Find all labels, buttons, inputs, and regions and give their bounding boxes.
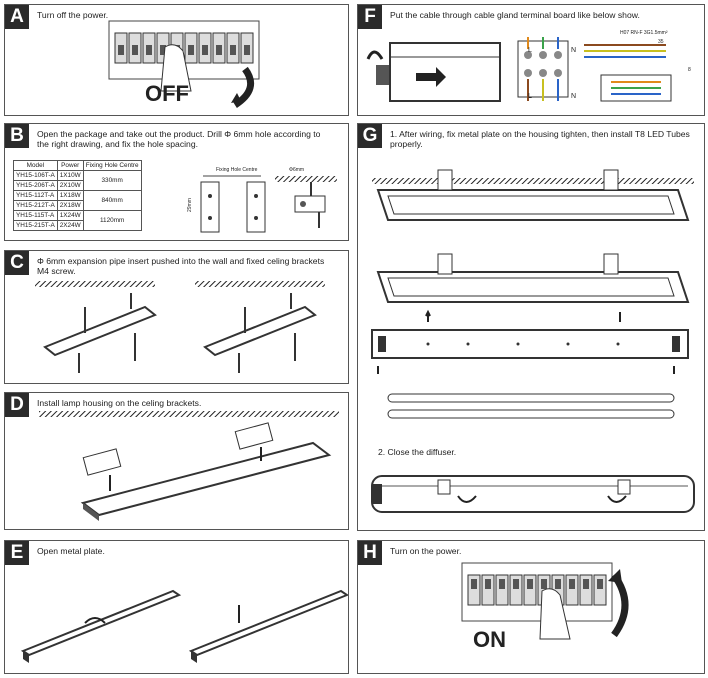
step-instruction: Put the cable through cable gland termin…: [390, 10, 640, 20]
step-instruction-2: 2. Close the diffuser.: [378, 447, 457, 457]
terminal-l-label: L: [528, 47, 532, 54]
step-letter: A: [5, 5, 29, 29]
table-cell-power: 1X24W: [56, 210, 84, 221]
ceiling-bracket-illustration: [35, 281, 325, 373]
table-cell-power: 1X10W: [56, 170, 84, 181]
table-cell-model: YH15-106T-A: [13, 170, 58, 181]
step-instruction: Turn on the power.: [390, 546, 462, 556]
step-letter: B: [5, 124, 29, 148]
step-letter: G: [358, 124, 382, 148]
step-g-panel: G 1. After wiring, fix metal plate on th…: [357, 123, 705, 531]
cable-spec-label: H07 RN-F 3G1.5mm²: [620, 30, 668, 36]
table-cell-model: YH15-206T-A: [13, 180, 58, 191]
step-letter: E: [5, 541, 29, 565]
fixing-hole-centre-label: Fixing Hole Centre: [216, 167, 258, 173]
terminal-n-label-2: N: [571, 93, 577, 100]
terminal-n-label: N: [571, 47, 577, 54]
step-a-panel: A Turn off the power. OFF: [4, 4, 349, 116]
cable-gland-wiring-illustration: [366, 37, 672, 102]
step-f-panel: F Put the cable through cable gland term…: [357, 4, 705, 116]
step-h-panel: H Turn on the power. ON: [357, 540, 705, 674]
step-instruction: Turn off the power.: [37, 10, 109, 20]
circuit-breaker-off-illustration: [108, 20, 260, 108]
step-letter: C: [5, 251, 29, 275]
mount-housing-illustration: [39, 411, 339, 521]
power-state-label: OFF: [145, 81, 189, 106]
table-cell-centre: 1120mm: [82, 210, 142, 231]
table-header-model: Model: [13, 160, 58, 171]
table-row: YH15-115T-A 1X24W 1120mm: [13, 210, 142, 231]
table-cell-centre: 330mm: [82, 170, 142, 191]
table-cell-model: YH15-112T-A: [13, 190, 58, 201]
step-e-panel: E Open metal plate.: [4, 540, 349, 674]
drilling-drawing: [200, 175, 337, 233]
table-row: YH15-215T-A 2X24W: [13, 220, 142, 231]
table-header-power: Power: [56, 160, 84, 171]
circuit-breaker-on-illustration: [461, 562, 629, 640]
step-letter: D: [5, 393, 29, 417]
strip-length-8: 8: [688, 67, 691, 73]
table-row: YH15-106T-A 1X10W 330mm: [13, 170, 142, 191]
step-instruction: Open the package and take out the produc…: [37, 129, 321, 149]
close-diffuser-illustration: [371, 475, 695, 513]
table-cell-model: YH15-212T-A: [13, 200, 58, 211]
step-instruction: Φ 6mm expansion pipe insert pushed into …: [37, 256, 325, 276]
terminal-l-label-2: L: [528, 93, 532, 100]
hole-diameter-label: Φ6mm: [289, 167, 305, 173]
table-cell-centre: 840mm: [82, 190, 142, 211]
table-cell-power: 2X10W: [56, 180, 84, 191]
open-metal-plate-illustration: [20, 589, 348, 663]
model-spec-table: Model Power Fixing Hole Centre YH15-106T…: [13, 160, 142, 231]
table-cell-power: 1X18W: [56, 190, 84, 201]
step-instruction: Open metal plate.: [37, 546, 105, 556]
step-letter: F: [358, 5, 382, 29]
table-cell-power: 2X18W: [56, 200, 84, 211]
step-letter: H: [358, 541, 382, 565]
step-b-panel: B Open the package and take out the prod…: [4, 123, 349, 241]
strip-length-35: 35: [658, 39, 664, 45]
step-d-panel: D Install lamp housing on the celing bra…: [4, 392, 349, 530]
step-c-panel: C Φ 6mm expansion pipe insert pushed int…: [4, 250, 349, 384]
table-header-centre: Fixing Hole Centre: [82, 160, 142, 171]
step-instruction: Install lamp housing on the celing brack…: [37, 398, 202, 408]
table-cell-model: YH15-115T-A: [13, 210, 58, 221]
table-cell-model: YH15-215T-A: [13, 220, 58, 231]
table-row: YH15-112T-A 1X18W 840mm: [13, 190, 142, 211]
power-state-label: ON: [473, 627, 506, 652]
housing-and-tube-installation-illustration: [371, 169, 694, 419]
step-instruction: 1. After wiring, fix metal plate on the …: [390, 129, 690, 149]
table-cell-power: 2X24W: [56, 220, 84, 231]
